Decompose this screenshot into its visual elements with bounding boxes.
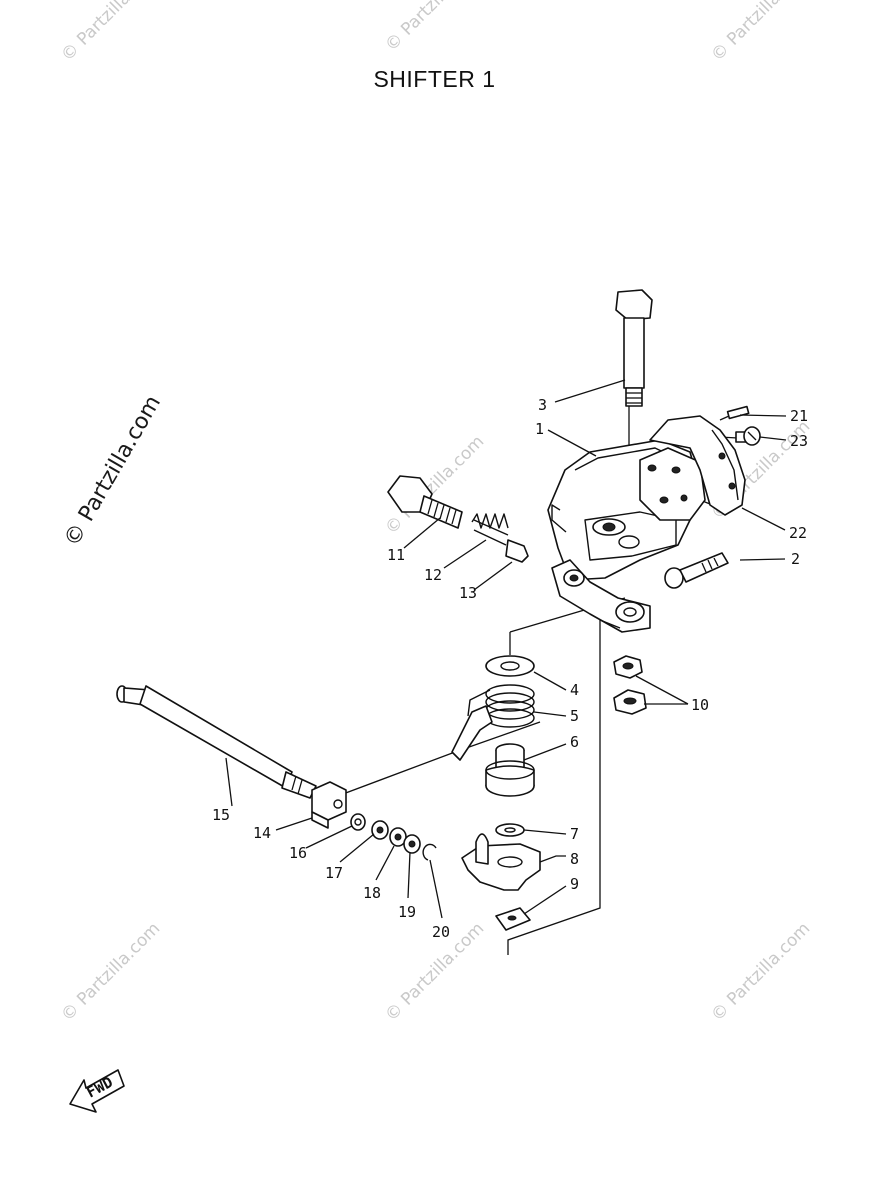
- watermark-8: © Partzilla.com: [707, 919, 814, 1026]
- watermark-3: © Partzilla.com: [707, 0, 814, 66]
- part-21-pin: [726, 405, 750, 420]
- callout-14: 14: [253, 824, 271, 842]
- callout-8: 8: [570, 850, 579, 868]
- part-7-washer: [495, 823, 525, 837]
- callout-22: 22: [789, 524, 807, 542]
- part-9-plate: [495, 907, 531, 931]
- side-watermark: © Partzilla.com: [60, 391, 167, 551]
- part-17-washer: [371, 820, 389, 840]
- callout-20: 20: [432, 923, 450, 941]
- watermark-6: © Partzilla.com: [57, 919, 164, 1026]
- callout-13: 13: [459, 584, 477, 602]
- callout-18: 18: [363, 884, 381, 902]
- callout-17: 17: [325, 864, 343, 882]
- callout-6: 6: [570, 733, 579, 751]
- watermark-1: © Partzilla.com: [57, 0, 164, 66]
- callout-12: 12: [424, 566, 442, 584]
- part-19-washer: [403, 834, 421, 854]
- part-12-spring: [471, 513, 509, 546]
- callout-labels: 1 2 3 4 5 6 7 8 9 10 11 12 13 14 15 16 1…: [212, 396, 808, 941]
- part-11-bolt: [387, 475, 463, 529]
- callout-5: 5: [570, 707, 579, 725]
- part-3-bolt: [615, 289, 653, 407]
- callout-16: 16: [289, 844, 307, 862]
- part-4-washer: [485, 655, 535, 677]
- part-2-bolt: [664, 552, 729, 589]
- callout-1: 1: [535, 420, 544, 438]
- part-16-washer: [350, 813, 366, 831]
- part-5-spring: [451, 684, 535, 761]
- part-22-cover: [649, 415, 746, 516]
- part-15-rod: [116, 685, 317, 799]
- part-23-screw: [735, 426, 761, 446]
- fwd-arrow: FWD: [69, 1069, 125, 1113]
- part-14-connector: [311, 781, 347, 829]
- callout-4: 4: [570, 681, 579, 699]
- callout-21: 21: [790, 407, 808, 425]
- part-1-housing: [547, 439, 706, 633]
- callout-23: 23: [790, 432, 808, 450]
- diagram-title: SHIFTER 1: [373, 66, 496, 92]
- watermark-2: © Partzilla.com: [381, 0, 488, 56]
- callout-7: 7: [570, 825, 579, 843]
- callout-2: 2: [791, 550, 800, 568]
- part-10-nuts: [613, 655, 647, 715]
- callout-3: 3: [538, 396, 547, 414]
- callout-19: 19: [398, 903, 416, 921]
- callout-15: 15: [212, 806, 230, 824]
- part-13-plunger: [505, 539, 529, 563]
- callout-10: 10: [691, 696, 709, 714]
- leader-lines: [225, 379, 787, 919]
- part-20-clip: [422, 843, 437, 861]
- part-6-collar: [485, 743, 535, 797]
- callout-11: 11: [387, 546, 405, 564]
- callout-9: 9: [570, 875, 579, 893]
- part-8-cam: [461, 833, 541, 891]
